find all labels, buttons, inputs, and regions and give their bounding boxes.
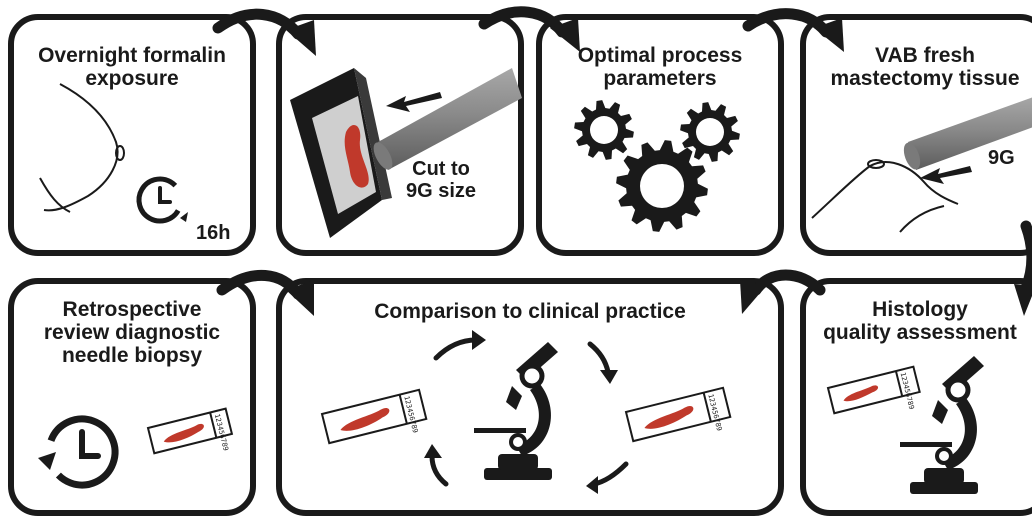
flow-arrow-icon xyxy=(212,8,316,56)
panel-overnight-formalin xyxy=(8,14,256,256)
gear-small-left-icon xyxy=(574,100,634,160)
needle-icon xyxy=(373,68,522,170)
cassette-icon xyxy=(290,68,392,238)
flow-arrow-icon xyxy=(1014,220,1032,316)
flow-arrow-icon xyxy=(216,270,314,316)
slide-icon: 123456789 xyxy=(624,386,732,443)
clock-icon xyxy=(38,415,119,489)
needle-icon xyxy=(903,97,1032,170)
breast-outline-icon xyxy=(39,83,125,213)
flow-arrow-icon xyxy=(478,6,580,52)
slide-icon: 123456789 xyxy=(320,388,428,445)
gear-small-right-icon xyxy=(680,102,740,162)
breast-outline-icon xyxy=(811,159,959,233)
title-comparison-clinical: Comparison to clinical practice xyxy=(374,300,686,323)
flow-arrow-icon xyxy=(740,269,826,314)
insert-arrow-icon xyxy=(386,92,442,112)
slide-icon: 123456789 xyxy=(146,407,234,455)
clock-icon xyxy=(136,176,188,224)
needle-gauge-label: 9G xyxy=(988,147,1015,169)
flow-arrow-icon xyxy=(742,8,844,52)
time-label-16h: 16h xyxy=(196,222,231,244)
cycle-arrowheads-icon xyxy=(424,330,618,494)
microscope-icon xyxy=(474,342,558,480)
gear-large-icon xyxy=(616,140,708,232)
panel-optimal-process xyxy=(536,14,784,256)
panel-retrospective-review xyxy=(8,278,256,516)
insert-arrow-icon xyxy=(920,166,972,184)
slide-icon: 123456789 xyxy=(826,365,921,415)
gears-icon xyxy=(574,100,740,232)
